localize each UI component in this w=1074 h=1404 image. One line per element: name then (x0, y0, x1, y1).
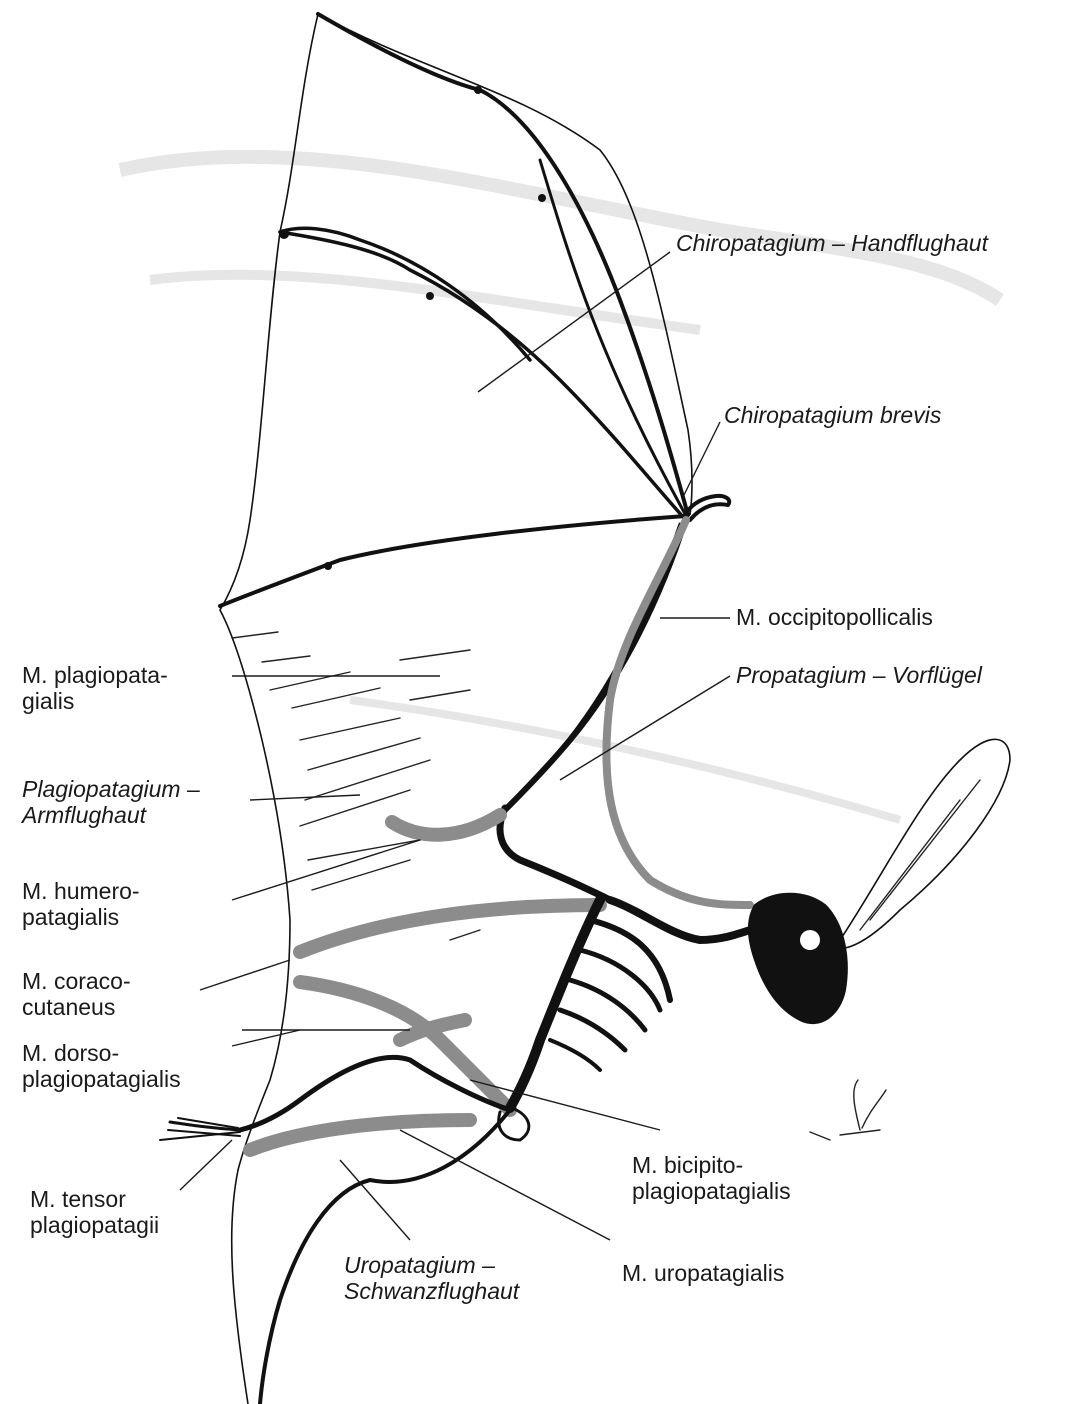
label-plagiopatagialis-line1: M. plagiopata- (22, 662, 168, 688)
label-plagiopatagium: Plagiopatagium – Armflughaut (22, 776, 200, 828)
skeleton-torso (510, 900, 750, 1108)
finger-bones (220, 14, 688, 606)
label-coracocutaneus-line1: M. coraco- (22, 968, 131, 994)
humeropatagialis-muscle (300, 905, 600, 952)
membrane-fibers (232, 632, 480, 940)
label-coracocutaneus: M. coraco- cutaneus (22, 968, 131, 1020)
wing-membrane-outline (220, 14, 318, 1404)
label-plagiopatagium-line2: Armflughaut (22, 802, 200, 828)
label-coracocutaneus-line2: cutaneus (22, 994, 131, 1020)
label-occipitopollicalis: M. occipitopollicalis (736, 604, 933, 630)
label-humeropatagialis-line2: patagialis (22, 904, 140, 930)
page-ghosting (120, 157, 1000, 820)
label-tensor-line2: plagiopatagii (30, 1212, 159, 1238)
label-dorsoplagiopatagialis-line1: M. dorso- (22, 1040, 181, 1066)
label-bicipitoplagiopatagialis: M. bicipito- plagiopatagialis (632, 1152, 791, 1204)
label-bicipito-line2: plagiopatagialis (632, 1178, 791, 1204)
skull-orbit (800, 930, 820, 950)
label-dorsoplagiopatagialis: M. dorso- plagiopatagialis (22, 1040, 181, 1092)
label-uropatagium-line2: Schwanzflughaut (344, 1278, 519, 1304)
coracocutaneus-muscle (300, 982, 510, 1110)
insect-icon (810, 1080, 886, 1140)
label-plagiopatagium-line1: Plagiopatagium – (22, 776, 200, 802)
label-propatagium: Propatagium – Vorflügel (736, 662, 982, 688)
label-humeropatagialis: M. humero- patagialis (22, 878, 140, 930)
label-uropatagialis: M. uropatagialis (622, 1260, 784, 1286)
wing-leading-edge (318, 14, 692, 515)
label-tensor-line1: M. tensor (30, 1186, 159, 1212)
label-plagiopatagialis: M. plagiopata- gialis (22, 662, 168, 714)
uropatagialis-muscle (250, 1120, 470, 1150)
label-dorsoplagiopatagialis-line2: plagiopatagialis (22, 1066, 181, 1092)
label-chiropatagium-brevis: Chiropatagium brevis (724, 402, 941, 428)
label-uropatagium: Uropatagium – Schwanzflughaut (344, 1252, 519, 1304)
label-bicipito-line1: M. bicipito- (632, 1152, 791, 1178)
label-plagiopatagialis-line2: gialis (22, 688, 168, 714)
occipitopollicalis-muscle (606, 520, 750, 905)
label-chiropatagium: Chiropatagium – Handflughaut (676, 230, 988, 256)
propatagium-muscle (392, 815, 500, 835)
ear (840, 739, 1010, 948)
label-humeropatagialis-line1: M. humero- (22, 878, 140, 904)
skull (749, 894, 847, 1023)
label-tensor-plagiopatagii: M. tensor plagiopatagii (30, 1186, 159, 1238)
label-uropatagium-line1: Uropatagium – (344, 1252, 519, 1278)
